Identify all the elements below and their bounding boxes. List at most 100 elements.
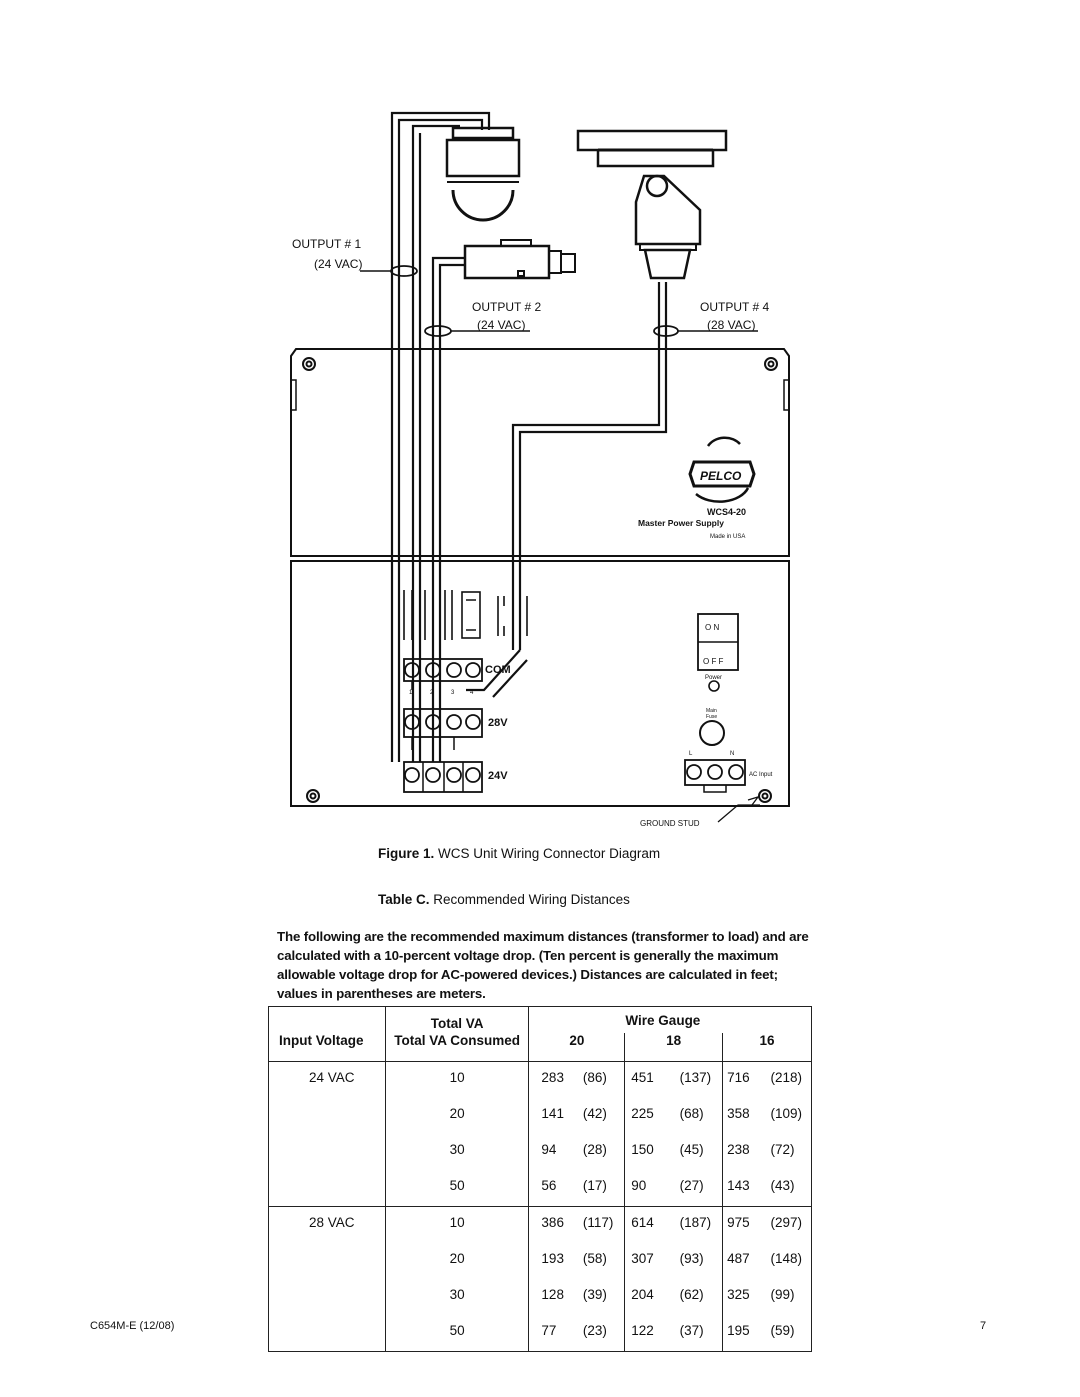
gauge20-meters-cell: (39)	[582, 1279, 626, 1315]
gauge18-meters-cell: (45)	[679, 1134, 724, 1170]
gauge20-feet-cell: 141	[541, 1106, 564, 1121]
output1-voltage: (24 VAC)	[314, 257, 362, 271]
power-indicator	[708, 680, 720, 692]
ac-input-terminal	[684, 759, 746, 793]
output1-label: OUTPUT # 1	[292, 237, 361, 251]
figure-caption-prefix: Figure 1.	[378, 846, 435, 861]
gauge18-feet-cell: 204	[631, 1287, 654, 1302]
input-voltage-cell	[268, 1279, 386, 1315]
gauge20-meters-cell: (42)	[582, 1098, 626, 1134]
terminal-number-3: 3	[451, 690, 455, 696]
header-total-va-consumed: Total VA Consumed	[385, 1033, 530, 1062]
gauge20-feet-cell: 77	[528, 1315, 583, 1352]
intro-paragraph: The following are the recommended maximu…	[277, 929, 809, 1001]
gauge20-meters-cell: (23)	[582, 1315, 626, 1352]
header-total-va: Total VA	[385, 1006, 530, 1033]
v24-label: 24V	[488, 770, 508, 782]
header-blank	[268, 1006, 386, 1033]
terminal-block-28v	[403, 708, 483, 738]
gauge16-meters-cell: (99)	[770, 1279, 813, 1315]
gauge16-meters-cell: (218)	[770, 1061, 813, 1098]
output4-label: OUTPUT # 4	[700, 300, 769, 314]
gauge20-feet-cell: 193	[541, 1251, 564, 1266]
gauge20-meters-cell: (58)	[582, 1243, 626, 1279]
fuse-label-2: Fuse	[706, 714, 717, 720]
gauge18-meters-cell: (93)	[679, 1243, 724, 1279]
gauge16-feet-cell: 325	[727, 1287, 750, 1302]
gauge18-feet-cell: 122	[624, 1315, 680, 1352]
gauge16-meters-cell: (72)	[770, 1134, 813, 1170]
gauge16-feet-cell: 195	[722, 1315, 771, 1352]
gauge16-feet-cell: 358	[727, 1106, 750, 1121]
power-label: Power	[705, 675, 722, 681]
switch-on-label: O N	[705, 623, 719, 632]
table-caption: Table C. Recommended Wiring Distances	[378, 892, 630, 907]
header-gauge: 20	[528, 1033, 626, 1062]
total-va-cell: 20	[385, 1243, 530, 1279]
total-va-cell: 30	[385, 1279, 530, 1315]
input-voltage-cell	[268, 1170, 386, 1207]
switch-off-label: O F F	[703, 657, 724, 666]
gauge16-meters-cell: (43)	[770, 1170, 813, 1207]
gauge16-feet-cell: 975	[727, 1215, 750, 1230]
gauge18-meters-cell: (62)	[679, 1279, 724, 1315]
fuse-label-1: Main	[706, 708, 717, 714]
gauge20-meters-cell: (28)	[582, 1134, 626, 1170]
total-va-cell: 50	[385, 1170, 530, 1207]
table-row: 30 128 (39) 204 (62)325 (99)	[268, 1279, 813, 1315]
terminal-number-1: 1	[409, 690, 413, 696]
terminal-block-com	[403, 658, 483, 682]
box-camera-icon	[463, 239, 576, 280]
input-voltage-cell: 24 VAC	[268, 1061, 386, 1098]
power-supply-lower-panel	[290, 560, 790, 807]
input-voltage-cell: 28 VAC	[268, 1206, 386, 1243]
gauge18-meters-cell: (37)	[679, 1315, 724, 1352]
gauge18-feet-cell: 90	[624, 1170, 680, 1207]
gauge18-feet-cell: 150	[631, 1142, 654, 1157]
output2-label: OUTPUT # 2	[472, 300, 541, 314]
terminal-number-2: 2	[430, 690, 434, 696]
output2-voltage: (24 VAC)	[477, 318, 525, 332]
com-label: COM	[485, 664, 511, 676]
product-label: Master Power Supply	[638, 518, 724, 528]
total-va-cell: 20	[385, 1098, 530, 1134]
v28-label: 28V	[488, 717, 508, 729]
gauge18-meters-cell: (68)	[679, 1098, 724, 1134]
total-va-cell: 10	[385, 1061, 530, 1098]
input-voltage-cell	[268, 1134, 386, 1170]
pan-tilt-head-icon	[634, 174, 702, 246]
input-voltage-cell	[268, 1243, 386, 1279]
ground-stud	[758, 789, 772, 803]
terminal-number-4: 4	[470, 690, 474, 696]
total-va-cell: 50	[385, 1315, 530, 1352]
gauge20-feet-cell: 128	[541, 1287, 564, 1302]
wiring-connector-diagram: OUTPUT # 1 (24 VAC) OUTPUT # 2 (24 VAC) …	[290, 111, 790, 828]
gauge16-meters-cell: (297)	[770, 1206, 813, 1243]
header-wire-gauge: Wire Gauge	[528, 1006, 812, 1033]
gauge20-meters-cell: (117)	[582, 1206, 626, 1243]
input-voltage-cell	[268, 1315, 386, 1352]
table-caption-text: Recommended Wiring Distances	[433, 892, 630, 907]
made-in-label: Made in USA	[710, 534, 745, 540]
total-va-cell: 30	[385, 1134, 530, 1170]
main-fuse	[699, 720, 725, 746]
total-va-cell: 10	[385, 1206, 530, 1243]
gauge16-feet-cell: 143	[722, 1170, 771, 1207]
document-code: C654M-E (12/08)	[90, 1320, 175, 1332]
header-gauge: 16	[722, 1033, 812, 1062]
power-supply-upper-panel	[290, 348, 790, 557]
model-label: WCS4-20	[707, 507, 746, 517]
gauge18-feet-cell: 307	[631, 1251, 654, 1266]
gauge18-feet-cell: 225	[631, 1106, 654, 1121]
gauge16-meters-cell: (59)	[770, 1315, 813, 1352]
ceiling-mount-icon	[576, 129, 728, 168]
gauge16-meters-cell: (148)	[770, 1243, 813, 1279]
gauge20-meters-cell: (86)	[582, 1061, 626, 1098]
